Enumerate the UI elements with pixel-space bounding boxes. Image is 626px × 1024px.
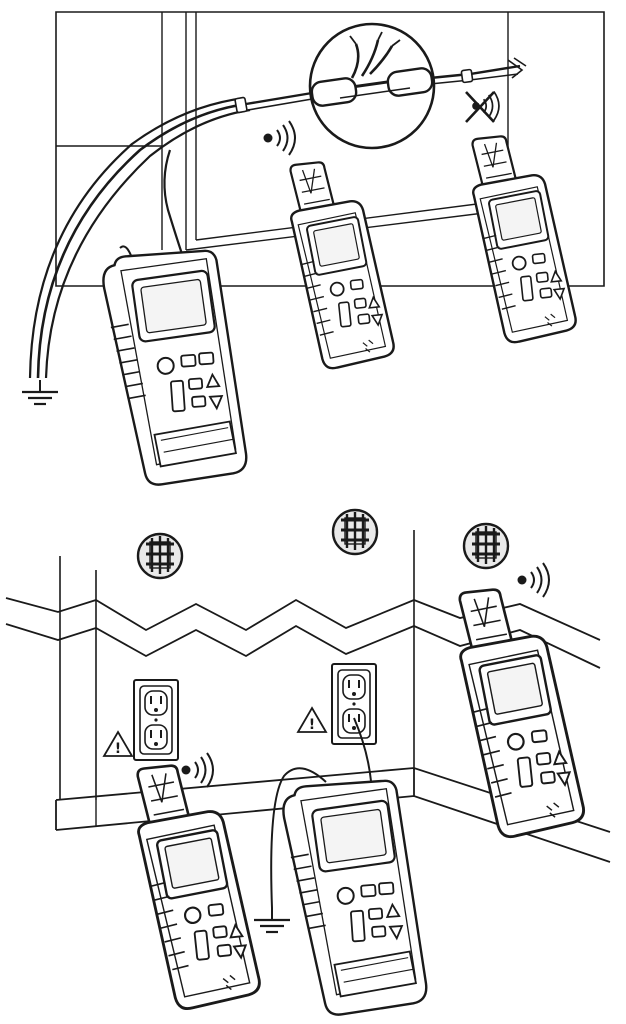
receiver-probe-outlet [130, 757, 263, 1014]
no-signal-icon [465, 90, 500, 123]
bottom-scene: ! ! [5, 508, 611, 1019]
receiver-probe-signal [284, 155, 397, 373]
top-scene [20, 11, 605, 489]
warning-glyph: ! [115, 741, 121, 757]
signal-waves-icon [516, 562, 550, 598]
wire-bundle-icon [136, 532, 184, 580]
warning-triangle-icon: ! [102, 730, 134, 757]
duplex-outlet-icon [133, 679, 179, 761]
receiver-probe-wall [452, 581, 588, 842]
warning-triangle-icon: ! [296, 706, 328, 733]
signal-waves-icon [180, 752, 214, 788]
transmitter-unit [100, 247, 249, 489]
wire-bundle-icon [331, 508, 379, 556]
baseboard [55, 767, 611, 863]
signal-waves-icon [262, 120, 296, 156]
wall-frame [55, 11, 605, 287]
ground-symbol-icon [20, 378, 60, 406]
receiver-probe-no-signal [466, 129, 579, 347]
duplex-outlet-icon [331, 663, 377, 745]
test-lead-wires [36, 102, 247, 379]
ground-symbol-icon [252, 906, 292, 934]
warning-glyph: ! [309, 717, 315, 733]
transmitter-unit [280, 777, 429, 1019]
magnified-splice-icon [308, 22, 436, 150]
wire-bundle-icon [462, 522, 510, 570]
